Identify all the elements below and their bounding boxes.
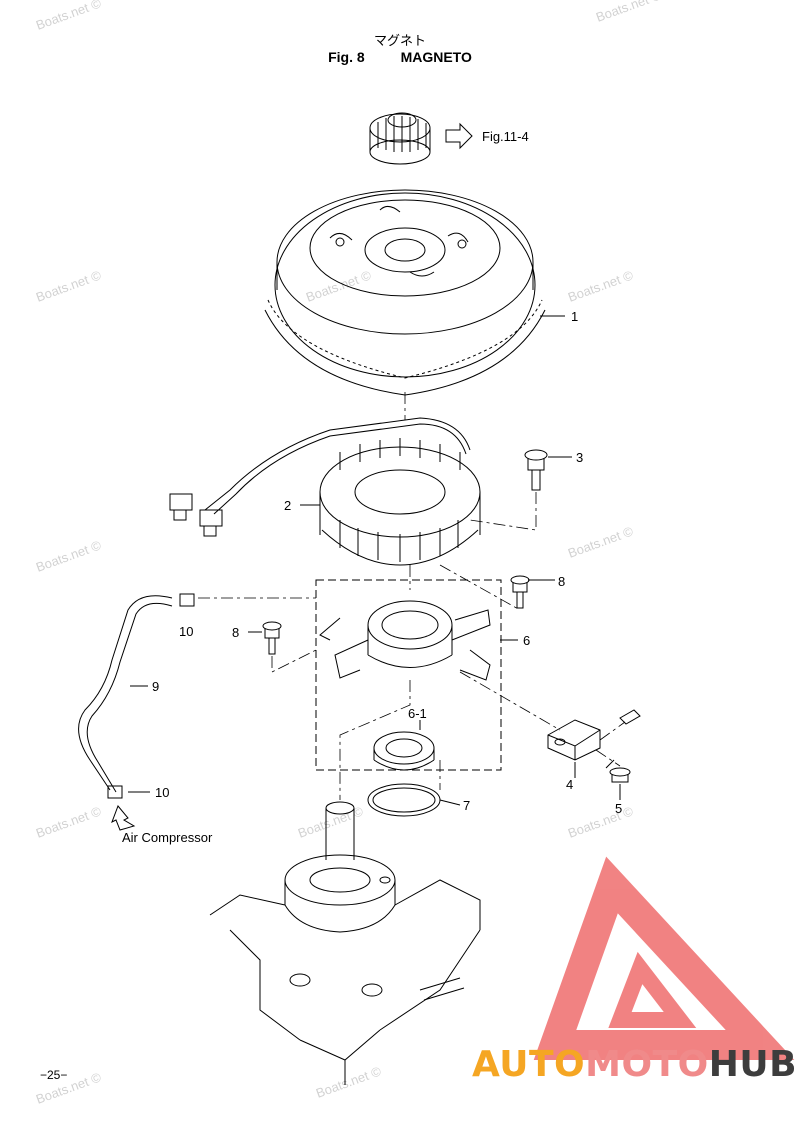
callout-label: 4 — [566, 777, 573, 792]
oil-seal-part — [373, 731, 435, 771]
watermark: Boats.net © — [34, 0, 104, 33]
callout-label: 6 — [523, 633, 530, 648]
brand-wordmark: AUTOMOTOHUB — [472, 1044, 797, 1085]
callout-label: 10 — [179, 624, 193, 639]
figure-number: Fig. 8 — [328, 49, 365, 65]
watermark: Boats.net © — [304, 267, 374, 305]
watermark: Boats.net © — [314, 1063, 384, 1101]
brand-part-moto: MOTO — [585, 1044, 709, 1085]
engine-block-part — [209, 801, 481, 1085]
callout-label: 7 — [463, 798, 470, 813]
reference-arrow-icon — [445, 122, 473, 150]
down-arrow-icon — [111, 805, 136, 831]
assembly-outline — [315, 579, 502, 771]
flywheel-nut-part — [369, 112, 431, 165]
leader-lines — [128, 315, 621, 806]
watermarks: Boats.net © Boats.net © Boats.net © Boat… — [34, 0, 664, 1107]
callout-label: 3 — [576, 450, 583, 465]
hose-clamp-part — [107, 593, 195, 799]
figure-name: MAGNETO — [400, 49, 472, 65]
watermark: Boats.net © — [34, 267, 104, 305]
reference-figure-label: Fig.11-4 — [482, 129, 529, 144]
pulser-coil-part — [547, 709, 641, 761]
air-compressor-label: Air Compressor — [122, 830, 213, 845]
watermark: Boats.net © — [594, 0, 664, 25]
hose-part — [78, 595, 173, 793]
brand-part-auto: AUTO — [472, 1044, 586, 1085]
watermark: Boats.net © — [34, 803, 104, 841]
stator-coil-part — [204, 417, 481, 566]
callout-label: 1 — [571, 309, 578, 324]
callout-label: 2 — [284, 498, 291, 513]
callout-label: 6-1 — [408, 706, 427, 721]
callout-label: 10 — [155, 785, 169, 800]
o-ring-part — [367, 783, 441, 817]
watermark: Boats.net © — [566, 523, 636, 561]
bolt-part — [262, 621, 282, 655]
connector-part — [169, 493, 223, 537]
title-japanese: マグネト — [373, 34, 426, 49]
watermark: Boats.net © — [566, 267, 636, 305]
stator-base-part — [319, 600, 491, 681]
page-number: −25− — [40, 1068, 68, 1082]
figure-title: Fig. 8 MAGNETO — [0, 49, 800, 65]
center-lines — [198, 392, 626, 800]
callout-label: 5 — [615, 801, 622, 816]
watermark: Boats.net © — [296, 803, 366, 841]
brand-logo-icon — [533, 856, 795, 1060]
watermark: Boats.net © — [34, 537, 104, 575]
watermark: Boats.net © — [566, 803, 636, 841]
brand-part-hub: HUB — [708, 1044, 798, 1085]
callout-label: 9 — [152, 679, 159, 694]
bolt-part — [524, 449, 548, 491]
callout-labels: 1 2 3 8 10 8 6 9 6-1 4 10 7 5 — [152, 309, 622, 816]
bolt-part — [510, 575, 530, 609]
screw-part — [605, 759, 631, 783]
callout-label: 8 — [558, 574, 565, 589]
callout-label: 8 — [232, 625, 239, 640]
